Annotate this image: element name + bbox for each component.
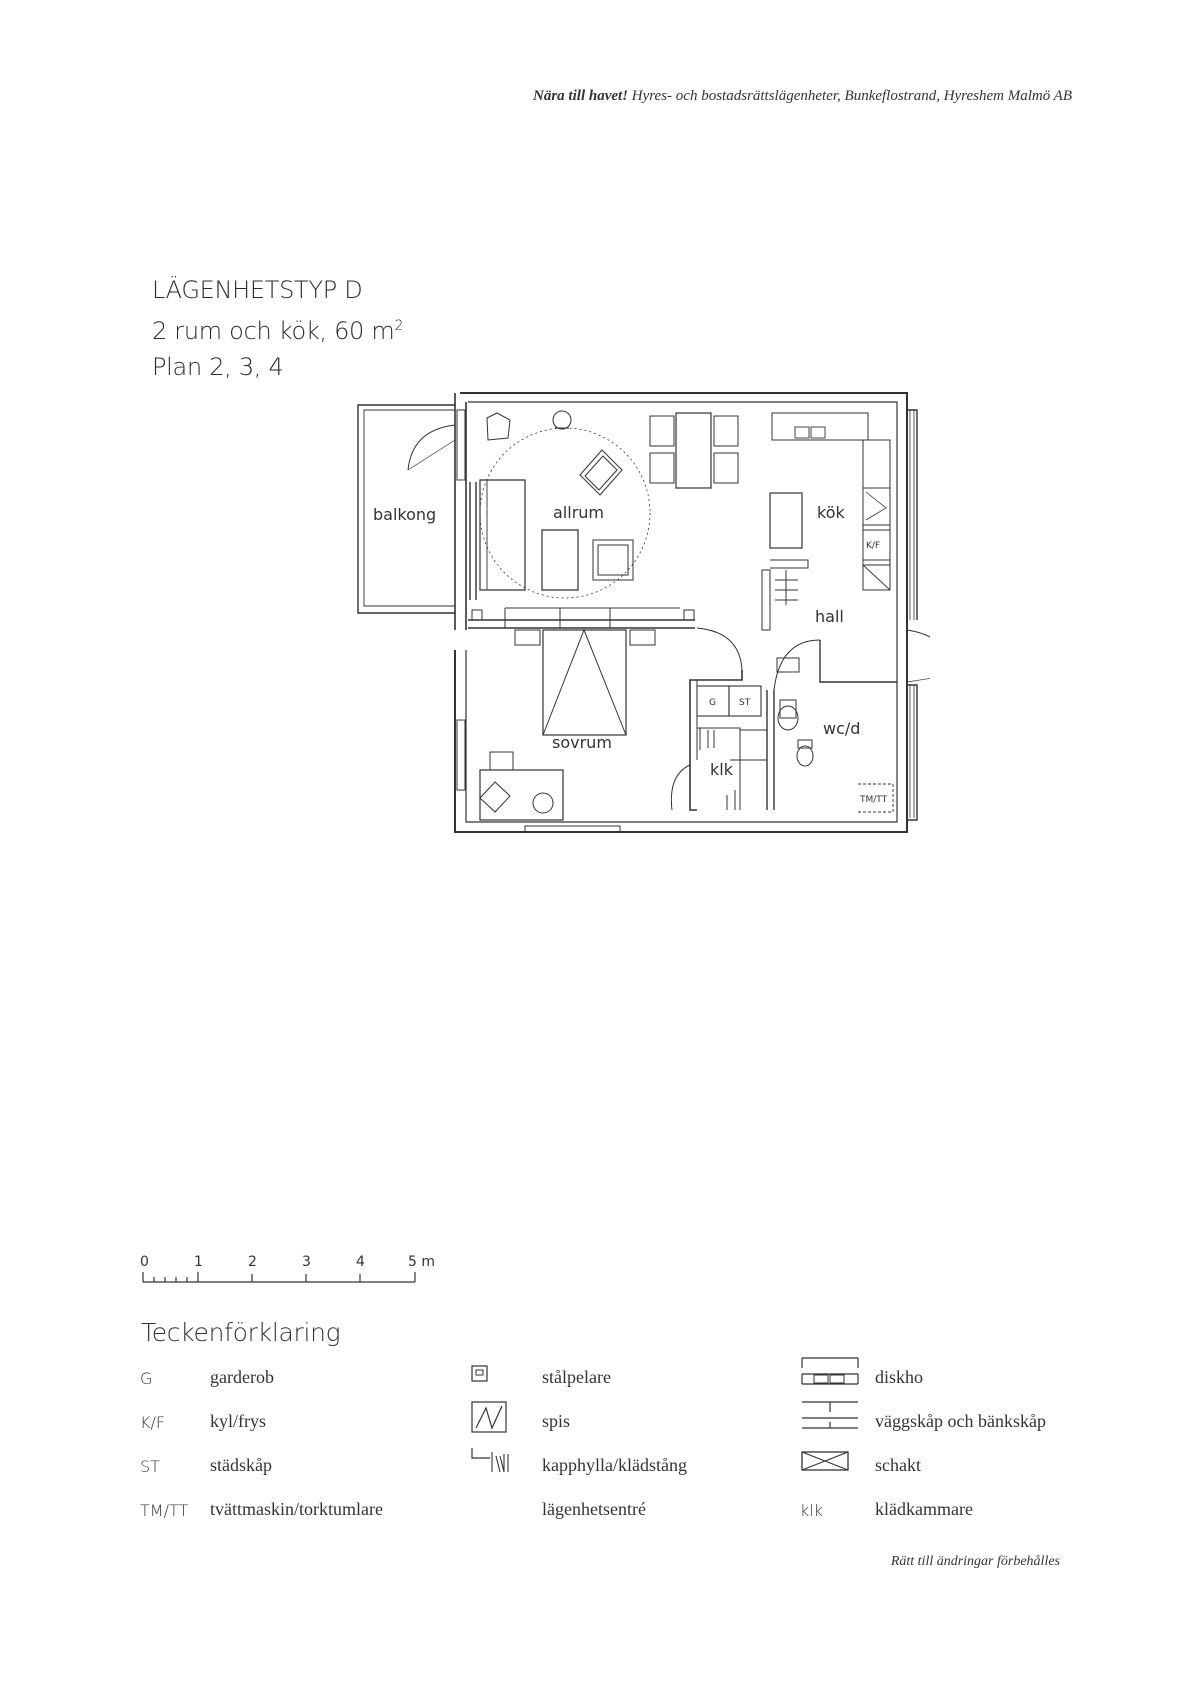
- tag-g: G: [709, 698, 716, 708]
- apartment-title-block: LÄGENHETSTYP D 2 rum och kök, 60 m2 Plan…: [152, 272, 403, 385]
- interior-walls: [468, 559, 930, 811]
- diskho-icon: [801, 1357, 859, 1385]
- apartment-type-title: LÄGENHETSTYP D: [152, 276, 363, 304]
- storage-boxes: [696, 685, 762, 717]
- room-label-klk: klk: [710, 760, 734, 779]
- spis-icon: [471, 1401, 507, 1433]
- scale-tick-1: 1: [194, 1254, 203, 1270]
- room-label-wcd: wc/d: [823, 719, 860, 738]
- tag-tmtt: TM/TT: [859, 795, 888, 805]
- room-label-hall: hall: [815, 607, 844, 626]
- kapphylla-icon: [471, 1448, 509, 1473]
- legend: G garderob K/F kyl/frys ST städskåp TM/T…: [140, 1357, 1120, 1564]
- scale-ruler: [142, 1272, 416, 1283]
- schakt-icon: [801, 1451, 849, 1471]
- legend-text-spis: spis: [542, 1411, 571, 1431]
- legend-code-klk: klk: [800, 1501, 823, 1520]
- apartment-size: 2 rum och kök, 60 m2: [152, 308, 403, 349]
- tag-st: ST: [739, 698, 751, 708]
- apartment-floors: Plan 2, 3, 4: [152, 353, 284, 381]
- legend-text-kylfrys: kyl/frys: [210, 1411, 266, 1431]
- legend-text-stalpelare: stålpelare: [542, 1367, 611, 1387]
- kitchen-counters: [771, 412, 891, 591]
- legend-text-kapphylla: kapphylla/klädstång: [542, 1455, 687, 1475]
- balcony: [357, 404, 456, 614]
- legend-text-vaggskap: väggskåp och bänkskåp: [875, 1411, 1046, 1431]
- legend-title: Teckenförklaring: [141, 1318, 341, 1347]
- scale-tick-4: 4: [356, 1254, 365, 1270]
- legend-text-stadskap: städskåp: [210, 1455, 272, 1475]
- document-header: Nära till havet! Hyres- och bostadsrätts…: [533, 88, 1072, 105]
- square-superscript: 2: [394, 318, 404, 334]
- bathroom-fixtures: [776, 657, 894, 813]
- floor-plan: balkong allrum kök hall sovrum wc/d klk …: [357, 392, 930, 833]
- legend-text-diskho: diskho: [875, 1367, 924, 1387]
- living-furniture: [479, 410, 680, 628]
- legend-text-garderob: garderob: [210, 1367, 274, 1387]
- room-label-sovrum: sovrum: [552, 733, 612, 752]
- scale-tick-2: 2: [248, 1254, 257, 1270]
- stalpelare-icon: [471, 1365, 488, 1382]
- legend-code-g: G: [140, 1369, 153, 1388]
- legend-code-kf: K/F: [140, 1413, 166, 1432]
- dining-table: [649, 412, 739, 489]
- legend-text-schakt: schakt: [875, 1455, 921, 1475]
- header-description: Hyres- och bostadsrättslägenheter, Bunke…: [631, 88, 1072, 104]
- room-label-balkong: balkong: [373, 505, 436, 524]
- vaggskap-icon: [802, 1401, 858, 1429]
- legend-code-st: ST: [140, 1457, 160, 1476]
- bedroom-furniture: [479, 628, 656, 821]
- room-label-kok: kök: [817, 503, 845, 522]
- footer-disclaimer: Rätt till ändringar förbehålles: [890, 1554, 1060, 1569]
- header-slogan: Nära till havet!: [533, 88, 629, 104]
- legend-text-kladkammare: klädkammare: [875, 1499, 973, 1519]
- tag-kf: K/F: [866, 541, 880, 551]
- legend-text-entre: lägenhetsentré: [542, 1499, 646, 1519]
- hall-clothes-rack: [775, 570, 798, 605]
- scale-bar: 0 1 2 3 4 5 m: [140, 1254, 435, 1283]
- kitchen-island: [769, 492, 803, 549]
- room-label-allrum: allrum: [553, 503, 604, 522]
- scale-tick-5: 5 m: [408, 1254, 435, 1270]
- walk-in-closet: [697, 727, 741, 810]
- apartment-size-text: 2 rum och kök, 60 m: [152, 317, 395, 345]
- outer-walls: [454, 392, 918, 833]
- legend-text-tvattmaskin: tvättmaskin/torktumlare: [210, 1499, 383, 1519]
- scale-tick-3: 3: [302, 1254, 311, 1270]
- legend-code-tmtt: TM/TT: [140, 1501, 189, 1520]
- scale-tick-0: 0: [140, 1254, 149, 1270]
